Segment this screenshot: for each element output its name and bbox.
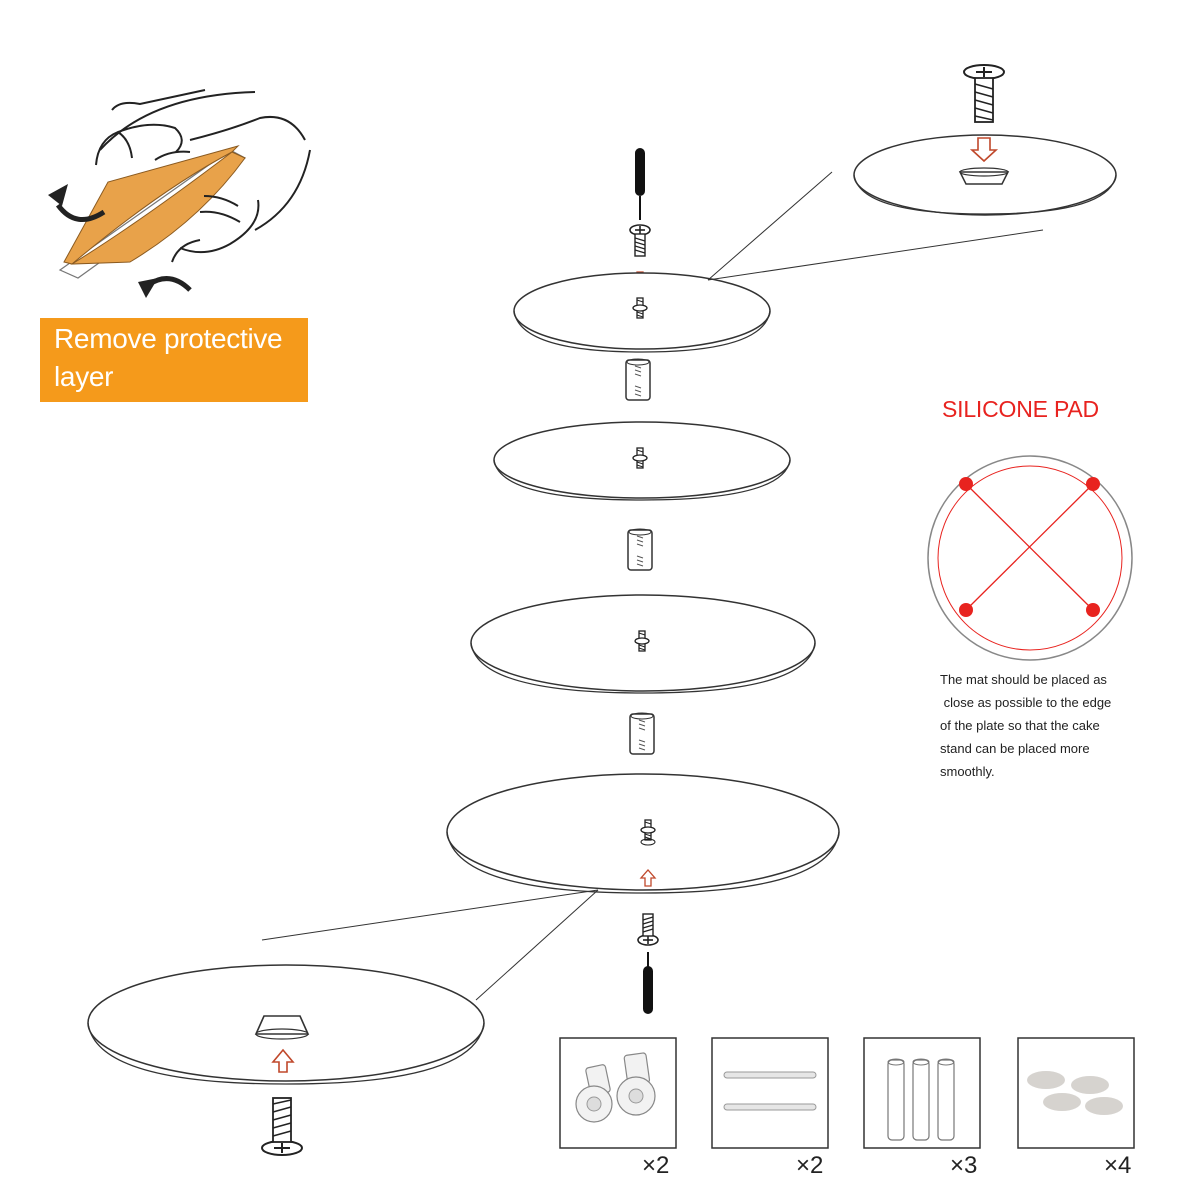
spacer-icon bbox=[627, 528, 653, 571]
note-line: The mat should be placed as bbox=[940, 672, 1107, 687]
screwdriver-icon bbox=[643, 952, 653, 1014]
silicone-pad-title: SILICONE PAD bbox=[942, 396, 1099, 422]
parts-box-spacers bbox=[863, 1037, 981, 1149]
note-line: smoothly. bbox=[940, 764, 995, 779]
spacer-icon bbox=[625, 358, 651, 401]
screw-icon bbox=[637, 913, 659, 946]
quantity-spacers: ×3 bbox=[950, 1152, 978, 1179]
arrow-up-icon bbox=[639, 869, 657, 887]
detail-top-plate bbox=[707, 64, 1117, 281]
note-line: close as possible to the edge bbox=[940, 695, 1112, 710]
silicone-pad-diagram bbox=[927, 455, 1133, 661]
banner-line-1: Remove protective bbox=[54, 323, 283, 354]
remove-protective-layer-banner: Remove protective layer bbox=[40, 318, 308, 402]
quantity-screws: ×2 bbox=[642, 1152, 670, 1179]
parts-box-pads bbox=[1017, 1037, 1135, 1149]
parts-box-rods bbox=[711, 1037, 829, 1149]
banner-line-2: layer bbox=[54, 361, 114, 392]
spacer-icon bbox=[629, 712, 655, 755]
quantity-rods: ×2 bbox=[796, 1152, 824, 1179]
note-line: stand can be placed more bbox=[940, 741, 1090, 756]
detail-bottom-plate bbox=[87, 889, 599, 1156]
parts-box-screws bbox=[559, 1037, 677, 1149]
silicone-pad-note: The mat should be placed as close as pos… bbox=[940, 668, 1140, 783]
screw-icon bbox=[629, 224, 651, 257]
peel-illustration bbox=[48, 89, 311, 298]
quantity-pads: ×4 bbox=[1104, 1152, 1132, 1179]
screwdriver-icon bbox=[635, 148, 645, 220]
note-line: of the plate so that the cake bbox=[940, 718, 1100, 733]
